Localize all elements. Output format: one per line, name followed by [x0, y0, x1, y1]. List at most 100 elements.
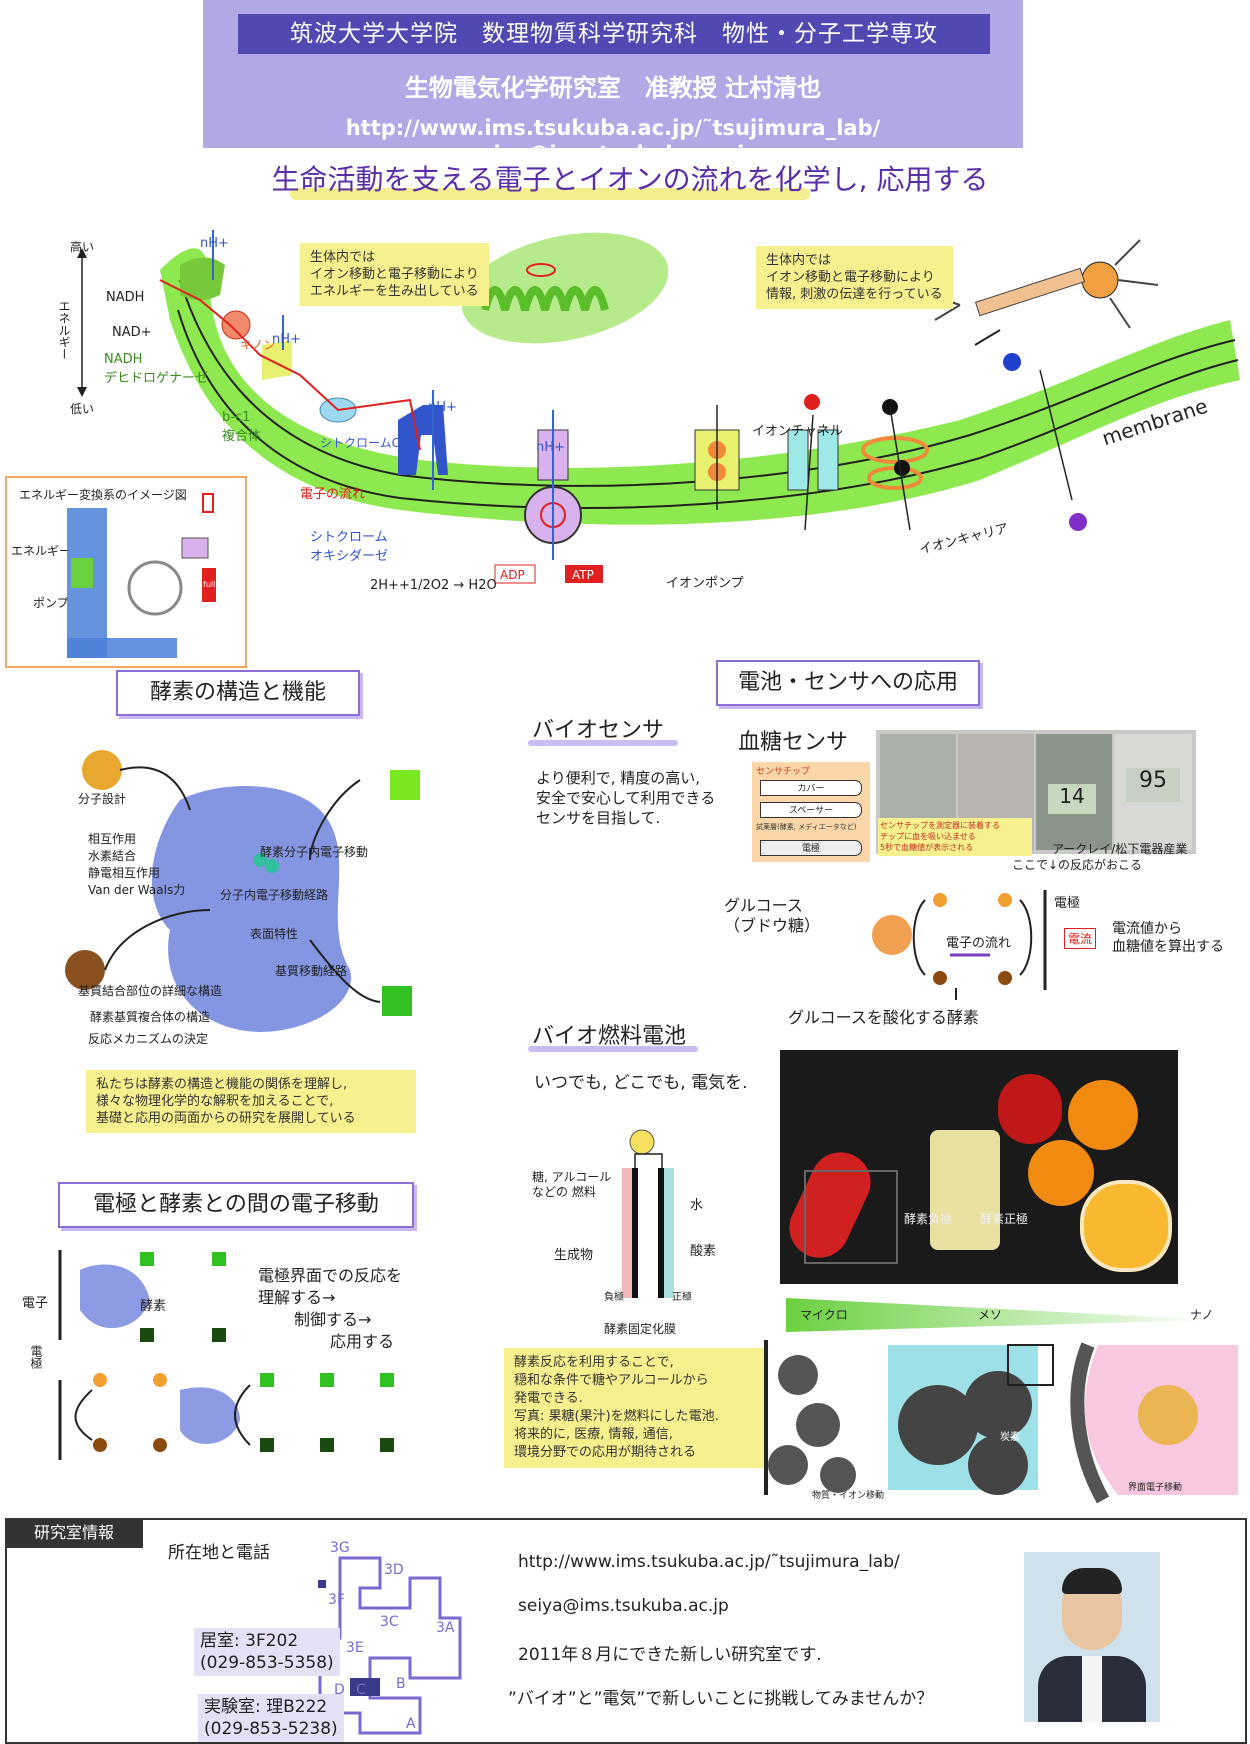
electrode-scale-diagram: [764, 1340, 1238, 1504]
glucose-ball: [872, 915, 912, 955]
orange-half: [1080, 1180, 1172, 1272]
diffusion-arrow: [1039, 369, 1073, 501]
energy-axis-arrow-up: [77, 248, 87, 258]
membrane-label: 酵素固定化膜: [604, 1322, 677, 1336]
glucose-reaction-diagram: [872, 890, 1047, 1000]
ion-carrier-ion-mid: [894, 460, 910, 476]
info-email[interactable]: seiya@ims.tsukuba.ac.jp: [518, 1596, 729, 1616]
adp-box: [494, 564, 536, 584]
enzyme-label-substrate-path: 基質移動経路: [275, 964, 348, 978]
energy-high-label: 高い: [70, 240, 95, 254]
step-understand-reaction: 電極界面での反応を: [258, 1266, 403, 1285]
product-label: 生成物: [554, 1248, 594, 1263]
step-apply: 応用する: [330, 1332, 395, 1351]
current-label: 電流: [1064, 928, 1097, 949]
neuron-body: [1081, 261, 1119, 299]
cathode: [658, 1168, 664, 1298]
orange-ball-b: [998, 893, 1012, 907]
bc1-complex-shape: [262, 340, 292, 380]
carbon-4: [820, 1457, 856, 1493]
electron-label: 電子: [22, 1296, 49, 1311]
fuel-cell-heading: バイオ燃料電池: [532, 1024, 687, 1049]
enzyme-label-surface: 表面特性: [250, 927, 299, 941]
arkray-note: ここで↓の反応がおこる: [1012, 858, 1143, 872]
step-understand: 理解する→: [258, 1288, 336, 1307]
cytochrome-oxidase-shape: [398, 405, 448, 475]
arrow-product-bottom: [309, 939, 381, 1003]
meso-carbon-1: [898, 1385, 978, 1465]
note-energy: 生体内では イオン移動と電子移動により エネルギーを生み出している: [300, 243, 489, 306]
membrane-diagram: [77, 230, 1240, 584]
enzyme-section-title: 酵素の構造と機能: [116, 670, 360, 716]
mitochondria: [461, 232, 669, 344]
arkray-label: アークレイ/松下電器産業: [1052, 842, 1188, 856]
inset-battery: [202, 568, 216, 602]
map-3c: 3C: [380, 1614, 399, 1630]
scale-wedge: [786, 1298, 1216, 1332]
inset-generator: [181, 537, 209, 559]
battery-section-title: 電池・センサへの応用: [716, 660, 980, 706]
arrow-product: [309, 779, 361, 861]
map-c: C: [356, 1682, 366, 1698]
location-heading: 所在地と電話: [168, 1543, 270, 1563]
active-site-2: [265, 859, 279, 873]
lab-marker: [350, 1678, 380, 1696]
electron-flow-path: [159, 279, 421, 451]
nano-enzyme: [1138, 1385, 1198, 1445]
fuel-cell-text: いつでも, どこでも, 電気を.: [534, 1073, 748, 1093]
orange-1: [1068, 1080, 1138, 1150]
energy-axis-label: エネルギー: [57, 300, 71, 360]
carbon-label: 炭素: [1000, 1432, 1020, 1443]
ion-carrier-path: [889, 406, 911, 531]
ion-channel-left: [787, 429, 809, 491]
cathode-membrane: [664, 1168, 674, 1298]
red-square-3: [260, 1438, 274, 1452]
lab-title: 生物電気化学研究室 准教授 辻村清也: [404, 74, 822, 102]
display-1: 14: [1048, 784, 1096, 814]
membrane-line-top: [179, 279, 1236, 487]
lab-room-info: 実験室: 理B222 (029-853-5238): [198, 1694, 344, 1742]
lab-info-box: [5, 1518, 1247, 1744]
brown-ball-a: [933, 971, 947, 985]
enzyme-protein: [151, 786, 351, 1032]
glucose-label: グルコース （ブドウ糖）: [724, 896, 821, 935]
circuit-wire: [634, 1153, 663, 1168]
enzyme-label-mechanism: 反応メカニズムの決定: [88, 1032, 209, 1046]
enzyme-label-complex: 酵素基質複合体の構造: [90, 1010, 211, 1024]
atp-label: ATP: [572, 568, 594, 582]
info-url[interactable]: http://www.ims.tsukuba.ac.jp/˜tsujimura_…: [518, 1552, 900, 1572]
transport-label: 物質・イオン移動: [812, 1491, 885, 1501]
brown-ball-2: [153, 1438, 167, 1452]
ion-pump-label: イオンポンプ: [666, 576, 744, 591]
fuel-cell-underline: [528, 1046, 698, 1052]
chip-spacer: スペーサー: [760, 802, 862, 818]
electrode-section-title: 電極と酵素との間の電子移動: [58, 1182, 414, 1228]
biosensor-text: より便利で, 精度の高い, 安全で安心して利用できる センサを目指して.: [536, 769, 716, 827]
energy-axis-arrow-down: [77, 387, 87, 397]
nh-label-1: nH+: [200, 236, 229, 251]
office-info: 居室: 3F202 (029-853-5358): [194, 1628, 340, 1676]
ox-square-3: [260, 1373, 274, 1387]
map-a: A: [406, 1716, 416, 1732]
purple-ion: [1069, 513, 1087, 531]
red-square-4: [320, 1438, 334, 1452]
orange-ball-1: [93, 1373, 107, 1387]
mitochondria-cristae: [481, 286, 609, 312]
portrait-shirt: [1082, 1656, 1102, 1722]
tagline-highlight: [290, 188, 810, 200]
enzyme-small-1: [80, 1264, 150, 1329]
inset-graphic: [67, 493, 216, 658]
enzyme-label: 酵素: [140, 1299, 167, 1314]
header-urls[interactable]: http://www.ims.tsukuba.ac.jp/˜tsujimura_…: [345, 116, 902, 166]
red-square-1: [140, 1328, 154, 1342]
neuron-axon: [974, 267, 1086, 317]
arrow-substrate: [104, 909, 211, 971]
inset-energy-label: エネルギー: [11, 544, 72, 558]
ox-square-1: [140, 1252, 154, 1266]
map-3d: 3D: [384, 1562, 404, 1578]
info-founded: 2011年８月にできた新しい研究室です.: [518, 1645, 822, 1665]
inset-pump-label: ポンプ: [33, 596, 69, 610]
fuel-cell-note: 酵素反応を利用することで, 穏和な条件で糖やアルコールから 発電できる. 写真:…: [504, 1348, 764, 1468]
atp-box: [565, 565, 603, 583]
inset-pump-shape: [71, 558, 93, 588]
